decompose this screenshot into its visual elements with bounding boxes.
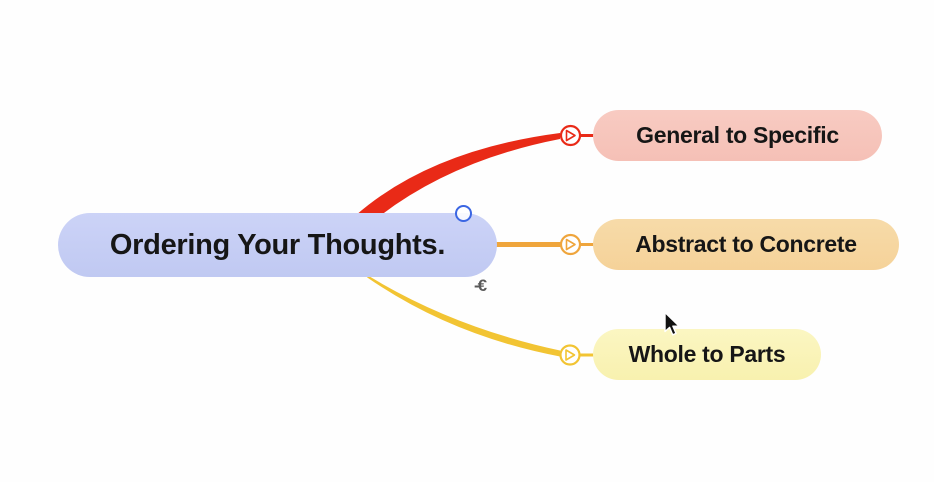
child-node-label: Whole to Parts: [628, 341, 786, 367]
disclosure-icon-abstract[interactable]: [559, 233, 582, 256]
branch-line-whole: [356, 268, 560, 357]
root-node-label: Ordering Your Thoughts.: [109, 228, 446, 261]
disclosure-icon-whole[interactable]: [559, 344, 581, 366]
child-node-abstract-to-concrete[interactable]: Abstract to Concrete: [593, 219, 899, 270]
disclosure-icon-general[interactable]: [559, 124, 582, 147]
root-node[interactable]: Ordering Your Thoughts.: [58, 213, 497, 277]
selection-handle[interactable]: [455, 205, 472, 222]
child-node-label: General to Specific: [636, 122, 839, 148]
fold-indicator: -€: [474, 276, 487, 295]
child-node-label: Abstract to Concrete: [635, 231, 857, 257]
child-node-general-to-specific[interactable]: General to Specific: [593, 110, 882, 161]
child-node-whole-to-parts[interactable]: Whole to Parts: [593, 329, 821, 380]
mouse-cursor-icon: [664, 312, 680, 336]
